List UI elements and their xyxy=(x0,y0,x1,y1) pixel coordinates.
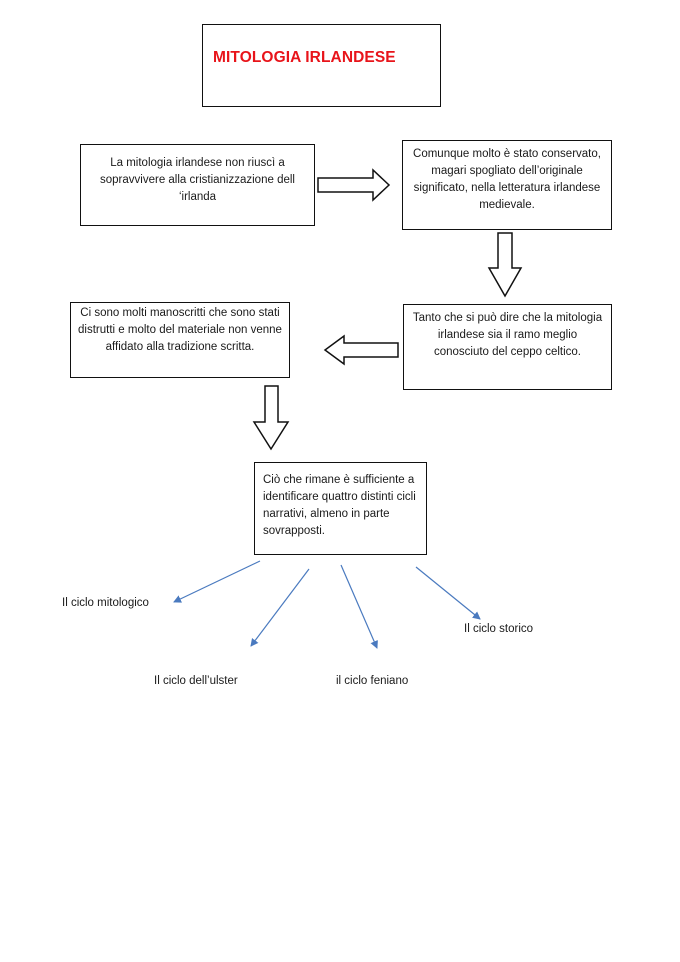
box-ramo-celtico: Tanto che si può dire che la mitologia i… xyxy=(403,304,612,390)
box-cristianizzazione-text: La mitologia irlandese non riuscì a sopr… xyxy=(100,157,295,203)
box-conservato-text: Comunque molto è stato conservato, magar… xyxy=(413,148,601,211)
block-arrow-down-2 xyxy=(252,385,290,451)
page-title: MITOLOGIA IRLANDESE xyxy=(213,49,396,66)
cycle-label-ulster: Il ciclo dell’ulster xyxy=(154,675,238,687)
cycle-label-mitologico: Il ciclo mitologico xyxy=(62,597,149,609)
box-cicli-narrativi: Ciò che rimane è sufficiente a identific… xyxy=(254,462,427,555)
cycle-label-storico: Il ciclo storico xyxy=(464,623,534,635)
box-manoscritti-text: Ci sono molti manoscritti che sono stati… xyxy=(78,307,282,353)
title-box: MITOLOGIA IRLANDESE xyxy=(202,24,441,107)
block-arrow-right xyxy=(317,168,391,202)
box-conservato: Comunque molto è stato conservato, magar… xyxy=(402,140,612,230)
box-cicli-narrativi-text: Ciò che rimane è sufficiente a identific… xyxy=(263,474,416,537)
cycle-label-feniano: il ciclo feniano xyxy=(336,675,409,687)
block-arrow-down xyxy=(487,232,523,298)
branch-arrow-storico xyxy=(415,566,481,620)
branch-arrow-mitologico xyxy=(173,560,261,603)
box-manoscritti: Ci sono molti manoscritti che sono stati… xyxy=(70,302,290,378)
box-ramo-celtico-text: Tanto che si può dire che la mitologia i… xyxy=(412,312,603,358)
box-cristianizzazione: La mitologia irlandese non riuscì a sopr… xyxy=(80,144,315,226)
block-arrow-left xyxy=(323,334,399,366)
branch-arrow-feniano xyxy=(340,564,378,649)
branch-arrow-ulster xyxy=(250,568,310,647)
